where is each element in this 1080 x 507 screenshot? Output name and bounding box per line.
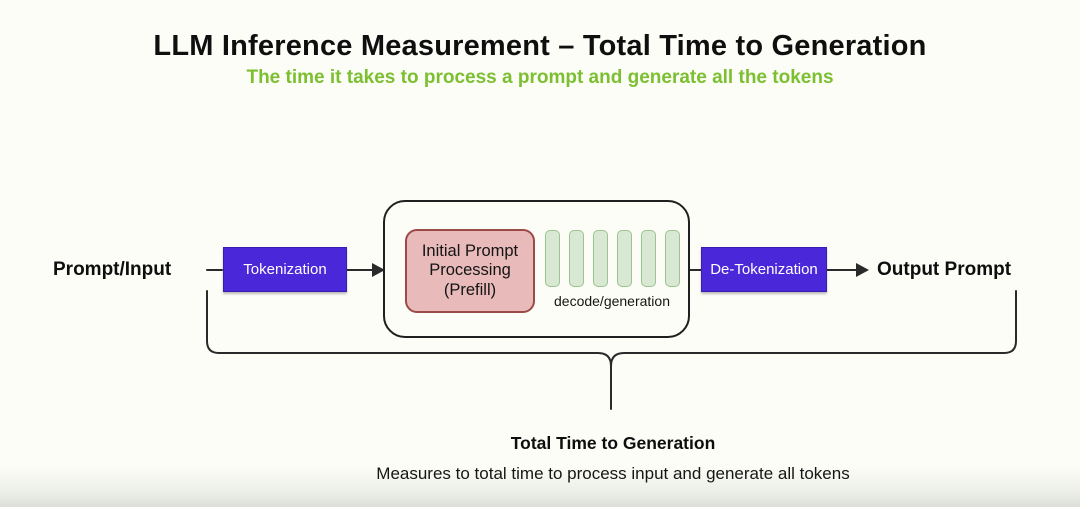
- total-time-heading: Total Time to Generation: [510, 433, 716, 453]
- total-time-description: Measures to total time to process input …: [376, 464, 850, 483]
- decode-token-bars: [545, 230, 680, 287]
- inference-engine-container: Initial Prompt Processing (Prefill) deco…: [383, 200, 690, 338]
- arrowhead-into-engine-icon: [372, 263, 385, 277]
- token-bar: [641, 230, 656, 287]
- detokenization-box: De-Tokenization: [701, 247, 827, 292]
- output-prompt-label: Output Prompt: [877, 259, 1012, 280]
- decode-generation-label: decode/generation: [554, 293, 670, 309]
- slide-subtitle: The time it takes to process a prompt an…: [246, 67, 834, 88]
- total-time-brace-icon: [206, 290, 1017, 410]
- token-bar: [617, 230, 632, 287]
- arrowhead-into-output-icon: [856, 263, 869, 277]
- tokenization-box: Tokenization: [223, 247, 347, 292]
- token-bar: [545, 230, 560, 287]
- token-bar: [569, 230, 584, 287]
- token-bar: [665, 230, 680, 287]
- slide-title: LLM Inference Measurement – Total Time t…: [153, 30, 927, 62]
- token-bar: [593, 230, 608, 287]
- prefill-label: Initial Prompt Processing (Prefill): [421, 241, 519, 299]
- detokenization-label: De-Tokenization: [710, 261, 818, 278]
- prompt-input-label: Prompt/Input: [53, 259, 172, 280]
- tokenization-label: Tokenization: [243, 261, 327, 278]
- prefill-box: Initial Prompt Processing (Prefill): [405, 229, 535, 313]
